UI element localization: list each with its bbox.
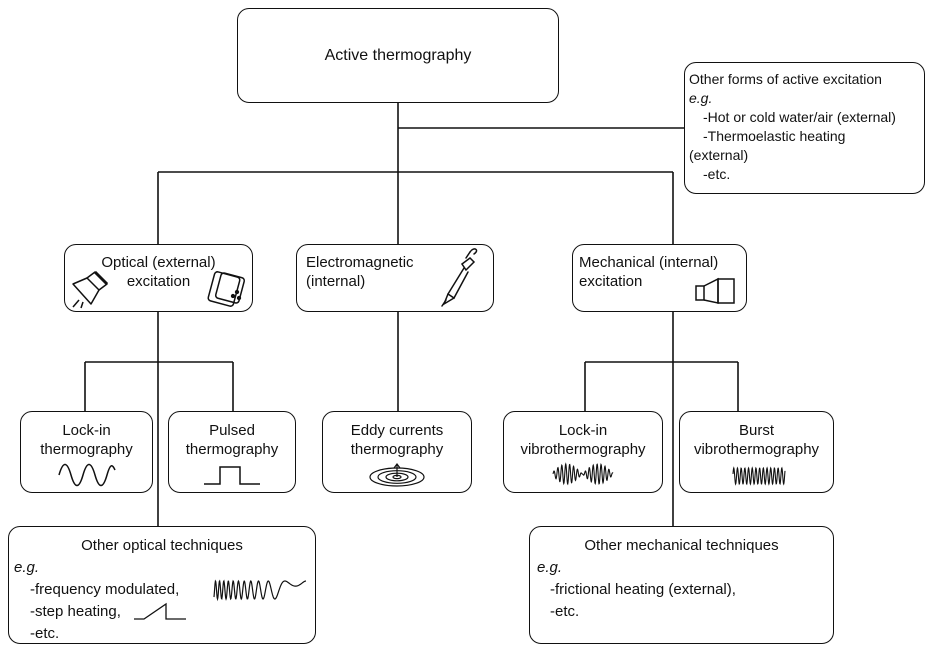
other-mechanical-eg: e.g. xyxy=(537,559,563,576)
burst-wave-icon xyxy=(732,466,786,486)
flash-lamp-icon xyxy=(207,271,246,307)
lockin-box xyxy=(20,411,153,493)
lockin-vibro-line1: Lock-in xyxy=(558,422,608,439)
other-forms-line1: -Hot or cold water/air (external) xyxy=(703,109,896,125)
eddy-line1: Eddy currents xyxy=(350,422,444,439)
mechanical-line1: Mechanical (internal) xyxy=(579,254,719,271)
other-forms-title: Other forms of active excitation xyxy=(689,71,882,87)
other-optical-box xyxy=(8,526,316,644)
other-forms-eg: e.g. xyxy=(689,90,713,106)
other-optical-line2: -step heating, xyxy=(30,603,121,620)
optical-box xyxy=(64,244,253,312)
induction-coil-probe-icon xyxy=(441,248,478,307)
other-forms-line2: -Thermoelastic heating xyxy=(703,128,846,144)
root-label: Active thermography xyxy=(324,47,472,64)
lockin-line2: thermography xyxy=(40,441,133,458)
pulsed-line2: thermography xyxy=(185,441,279,458)
root-box xyxy=(237,8,559,103)
other-mechanical-title: Other mechanical techniques xyxy=(584,537,779,554)
other-forms-box xyxy=(684,62,925,194)
optical-line1: Optical (external) xyxy=(101,254,216,271)
electromagnetic-line2: (internal) xyxy=(306,273,366,290)
other-optical-eg: e.g. xyxy=(14,559,40,576)
optical-line2: excitation xyxy=(126,273,191,290)
sine-wave-icon xyxy=(58,463,116,487)
lamp-icon xyxy=(72,270,109,309)
other-mechanical-box xyxy=(529,526,834,644)
chirp-wave-icon xyxy=(213,579,307,602)
other-forms-line4: -etc. xyxy=(703,166,731,182)
other-forms-line3: (external) xyxy=(689,147,749,163)
eddy-current-spiral-icon xyxy=(369,463,425,487)
lockin-vibro-line2: vibrothermography xyxy=(520,441,646,458)
pulsed-box xyxy=(168,411,296,493)
mechanical-line2: excitation xyxy=(579,273,643,290)
burst-vibro-line2: vibrothermography xyxy=(693,441,820,458)
square-pulse-icon xyxy=(204,466,260,485)
step-ramp-icon xyxy=(134,602,186,620)
electromagnetic-box xyxy=(296,244,494,312)
eddy-line2: thermography xyxy=(350,441,444,458)
ultrasonic-transducer-icon xyxy=(695,277,735,304)
eddy-box xyxy=(322,411,472,493)
modulated-wave-icon xyxy=(552,462,614,486)
lockin-vibro-box xyxy=(503,411,663,493)
burst-vibro-box xyxy=(679,411,834,493)
other-mechanical-line2: -etc. xyxy=(550,603,580,620)
other-optical-line1: -frequency modulated, xyxy=(30,581,180,598)
other-optical-title: Other optical techniques xyxy=(81,537,243,554)
lockin-line1: Lock-in xyxy=(62,422,111,439)
pulsed-line1: Pulsed xyxy=(209,422,255,439)
burst-vibro-line1: Burst xyxy=(738,422,774,439)
other-mechanical-line1: -frictional heating (external), xyxy=(550,581,736,598)
electromagnetic-line1: Electromagnetic xyxy=(306,254,414,271)
other-optical-line3: -etc. xyxy=(30,625,60,642)
